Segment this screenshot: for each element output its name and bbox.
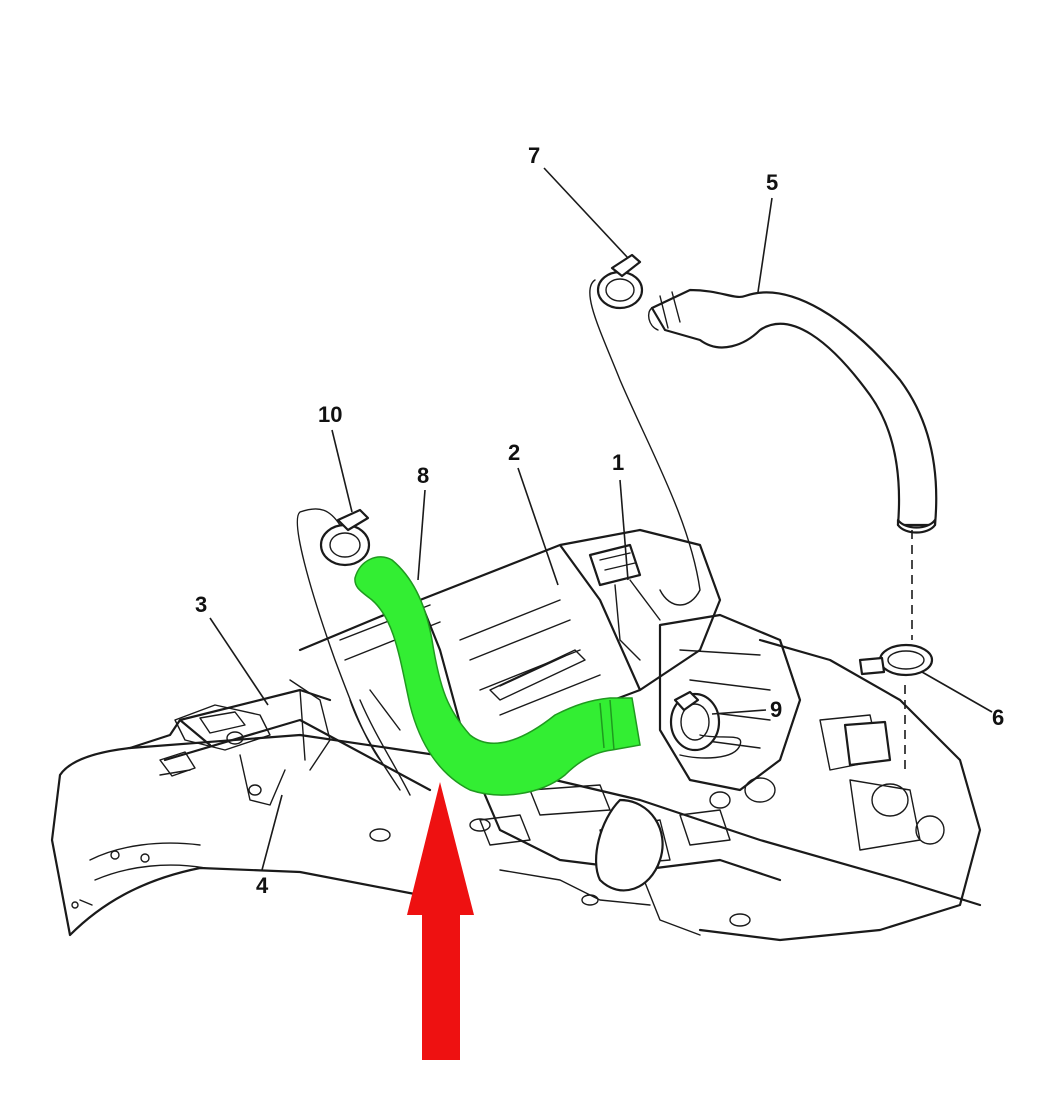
callout-10: 10 [318,402,342,427]
hose-clamp-10 [319,508,371,567]
up-arrow-icon [407,782,474,1060]
hose-5-cuff [647,291,681,331]
callout-5: 5 [766,170,778,195]
engine-assembly [50,528,982,942]
upper-radiator-hose-5 [647,288,938,534]
leader-3 [209,617,269,706]
clamp-10-inner [329,532,361,558]
fender-bolts [71,850,150,909]
mount-tab [159,751,196,777]
hose-clamp-6 [858,643,934,677]
bracket-3 [174,704,271,751]
clamp-10-ring [319,523,371,567]
clamp-7-screw [610,253,642,278]
leader-7 [543,167,629,259]
leader-1 [619,479,629,581]
upper-hose-outline-left [589,279,701,606]
hose-clamp-7 [596,253,644,310]
hose-5-end [896,518,937,534]
clamp-6-screw [858,656,886,676]
valve-cover-detail [679,649,771,749]
callout-9: 9 [770,697,782,722]
leader-6 [921,671,993,713]
leader-9 [711,709,767,715]
lower-radiator-hose-8 [354,556,641,796]
callout-7: 7 [528,143,540,168]
leader-8 [417,489,426,581]
lower-hose-outline-right [679,734,742,759]
fender-outline [50,733,982,937]
clamp-9-screw [673,690,700,712]
clamp-7-inner [605,278,635,302]
hose-8-cuff [599,699,615,751]
callout-8: 8 [417,463,429,488]
callout-6: 6 [992,705,1004,730]
clamp-7-ring [596,270,644,310]
clamp-6-inner [887,650,925,670]
leader-4 [261,794,283,871]
callout-4: 4 [256,873,269,898]
bolt-heads [369,818,751,927]
leader-10 [331,429,353,513]
valve-cover [658,613,802,792]
callout-2: 2 [508,440,520,465]
callout-1: 1 [612,450,624,475]
lower-detail [479,784,731,936]
leader-2 [517,467,559,586]
lower-hose-outline-left [296,508,381,761]
radiator-support [128,688,432,792]
engine-right-block [698,638,982,942]
intake-ribs [339,599,621,741]
clamp-10-screw [336,508,370,532]
leader-5 [757,197,773,293]
coolant-sensor [843,720,892,767]
callout-3: 3 [195,592,207,617]
plenum-badge [489,649,586,701]
hose-clamp-9 [669,690,721,752]
clamp-9-inner [680,703,710,741]
bracket-4 [239,754,286,806]
callout-labels: 1 2 3 4 5 6 7 8 9 10 [195,143,1004,898]
fender-flare [79,842,206,906]
hose-8-body [354,556,641,796]
hose-5-body [650,288,938,527]
sensor-bracket [588,543,642,587]
leader-lines [209,167,993,871]
sensor-detail [599,552,661,661]
engine-right-detail [709,714,945,851]
elbow-pipe [595,798,664,892]
